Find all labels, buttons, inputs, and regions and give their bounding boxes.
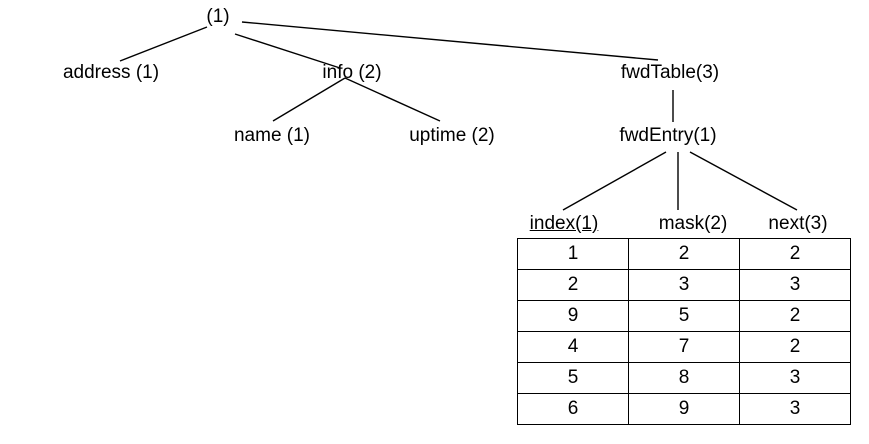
table-row: 9 5 2 — [517, 300, 851, 332]
edge-root-address — [119, 26, 208, 62]
table-cell-next: 3 — [739, 269, 851, 301]
table-cell-index: 6 — [517, 393, 629, 425]
table-cell-next: 3 — [739, 393, 851, 425]
edge-root-fwdtable — [241, 21, 659, 61]
address-node: address (1) — [62, 62, 160, 83]
table-cell-mask: 8 — [628, 362, 740, 394]
table-row: 2 3 3 — [517, 269, 851, 301]
table-row: 4 7 2 — [517, 331, 851, 363]
table-cell-index: 1 — [517, 238, 629, 270]
name-node: name (1) — [233, 125, 311, 146]
table-row: 1 2 2 — [517, 238, 851, 270]
table-row: 6 9 3 — [517, 393, 851, 425]
table-cell-mask: 2 — [628, 238, 740, 270]
column-header-mask: mask(2) — [658, 213, 728, 234]
column-header-index: index(1) — [529, 213, 599, 234]
column-header-next: next(3) — [768, 213, 828, 234]
table-cell-next: 2 — [739, 331, 851, 363]
edge-root-info — [234, 33, 341, 69]
table-cell-mask: 9 — [628, 393, 740, 425]
table-row: 5 8 3 — [517, 362, 851, 394]
table-cell-index: 9 — [517, 300, 629, 332]
forwarding-table: 1 2 2 2 3 3 9 5 2 4 7 2 5 8 3 — [517, 238, 851, 425]
table-cell-next: 2 — [739, 300, 851, 332]
edge-fwdentry-next — [689, 151, 798, 211]
table-cell-index: 4 — [517, 331, 629, 363]
table-cell-next: 2 — [739, 238, 851, 270]
fwdtable-node: fwdTable(3) — [620, 62, 720, 83]
edge-info-name — [272, 77, 346, 122]
table-cell-mask: 7 — [628, 331, 740, 363]
table-cell-mask: 3 — [628, 269, 740, 301]
table-cell-mask: 5 — [628, 300, 740, 332]
table-cell-next: 3 — [739, 362, 851, 394]
edge-info-uptime — [344, 77, 441, 122]
table-cell-index: 2 — [517, 269, 629, 301]
table-cell-index: 5 — [517, 362, 629, 394]
edge-fwdentry-index — [562, 151, 667, 211]
info-node: info (2) — [322, 62, 382, 83]
uptime-node: uptime (2) — [409, 125, 495, 146]
root-node: (1) — [206, 6, 230, 27]
fwdentry-node: fwdEntry(1) — [619, 125, 717, 146]
